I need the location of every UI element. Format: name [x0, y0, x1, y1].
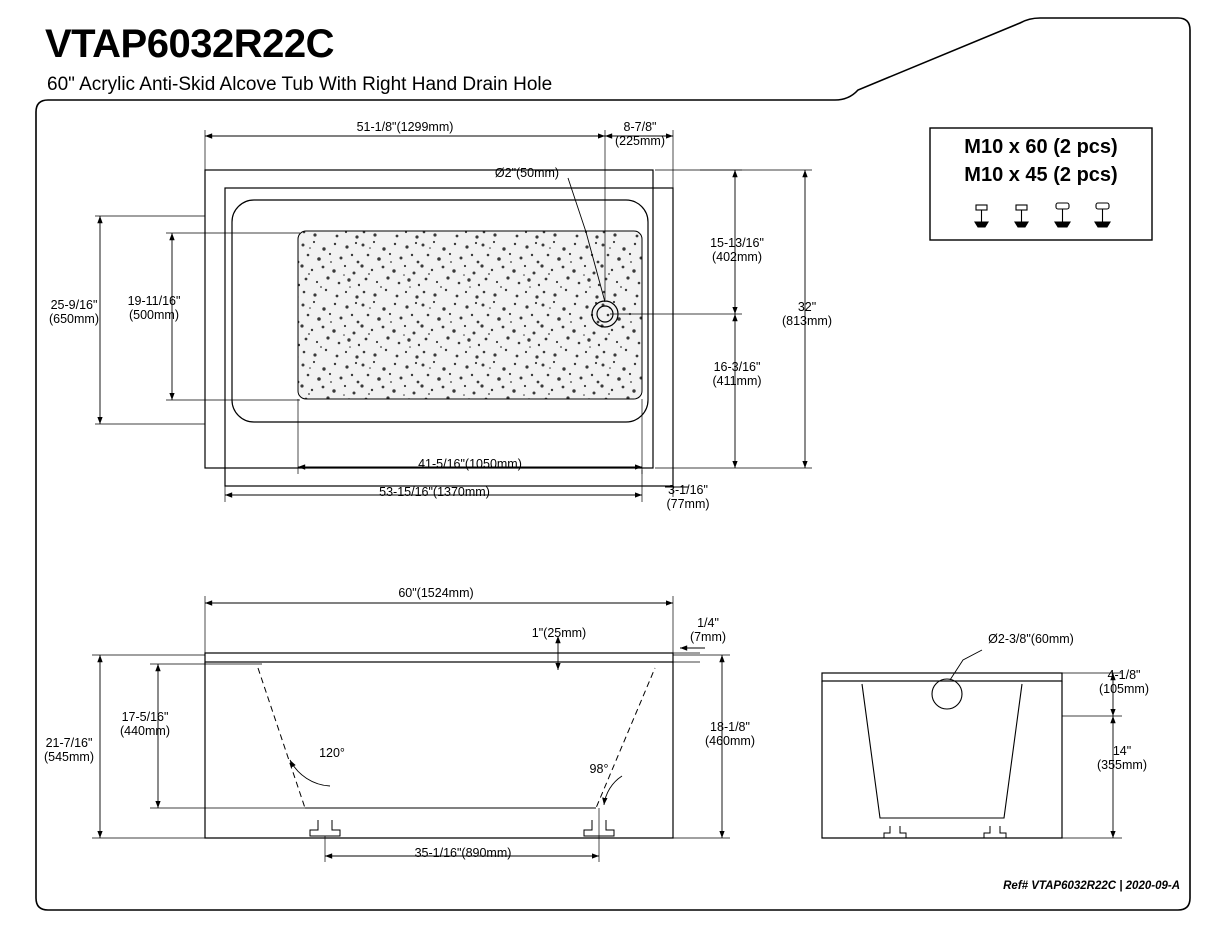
- dim-bottom-inner: 41-5/16"(1050mm): [418, 457, 522, 471]
- dim-top-right-offset: 8-7/8" (225mm): [614, 120, 665, 148]
- dim-front-height-outer: 21-7/16" (545mm): [43, 736, 94, 764]
- dim-front-height-inner: 17-5/16" (440mm): [119, 710, 170, 738]
- hardware-label-2: M10 x 45 (2 pcs): [964, 164, 1118, 186]
- dim-side-rim-height: 4-1/8" (105mm): [1098, 668, 1149, 696]
- dim-side-drain-diameter: Ø2-3/8"(60mm): [988, 632, 1074, 646]
- page-title: VTAP6032R22C: [45, 22, 334, 66]
- angle-left: 120°: [319, 746, 345, 760]
- dim-right-total: 32" (813mm): [781, 300, 832, 328]
- dim-left-outer: 25-9/16" (650mm): [48, 298, 99, 326]
- dim-top-width: 51-1/8"(1299mm): [356, 120, 454, 134]
- reference-footer: Ref# VTAP6032R22C | 2020-09-A: [1003, 880, 1180, 892]
- dim-side-height: 14" (355mm): [1096, 744, 1147, 772]
- page-subtitle: 60" Acrylic Anti-Skid Alcove Tub With Ri…: [47, 74, 553, 95]
- hardware-label-1: M10 x 60 (2 pcs): [964, 136, 1118, 158]
- dim-foot-span: 35-1/16"(890mm): [414, 846, 512, 860]
- dim-right-upper: 15-13/16" (402mm): [710, 236, 764, 264]
- dim-front-rim: 1"(25mm): [531, 626, 587, 640]
- dim-front-width: 60"(1524mm): [398, 586, 474, 600]
- dim-front-rim-thickness: 1/4" (7mm): [689, 616, 727, 644]
- dim-drain-diameter-top: Ø2"(50mm): [494, 166, 560, 180]
- dim-front-height-right: 18-1/8" (460mm): [704, 720, 755, 748]
- dim-left-inner: 19-11/16" (500mm): [127, 294, 181, 322]
- angle-right: 98°: [589, 762, 609, 776]
- dim-bottom-right: 3-1/16" (77mm): [666, 483, 710, 511]
- dim-right-lower: 16-3/16" (411mm): [712, 360, 762, 388]
- dim-bottom-outer: 53-15/16"(1370mm): [379, 485, 490, 499]
